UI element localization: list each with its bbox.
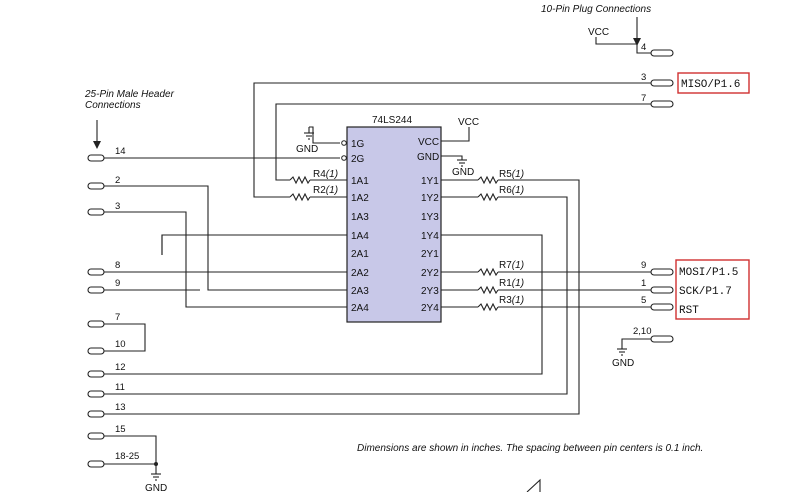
pin-1g: 1G [351, 139, 365, 150]
resistor-r7-label: R7(1) [499, 260, 524, 271]
pin-1a1: 1A1 [351, 176, 369, 187]
pin-2y3: 2Y3 [421, 286, 439, 297]
pin-2a3: 2A3 [351, 286, 369, 297]
mosi-sck-rst-box [675, 259, 750, 320]
signal-sck: SCK/P1.7 [679, 286, 732, 298]
plug-pin-9: 9 [641, 260, 646, 271]
ground-icon-plug [617, 348, 627, 356]
ground-icon-chip [457, 159, 467, 167]
resistor-r3-label: R3(1) [499, 295, 524, 306]
gnd-header-label: GND [145, 483, 167, 492]
header-pin-14: 14 [115, 146, 126, 157]
resistor-r1-label: R1(1) [499, 278, 524, 289]
header-pin-11: 11 [115, 382, 125, 393]
plug-title: 10-Pin Plug Connections [541, 4, 651, 15]
resistor-r6-label: R6(1) [499, 185, 524, 196]
plug-vcc-label: VCC [588, 27, 609, 38]
chip-74ls244 [346, 126, 442, 323]
plug-pin-1: 1 [641, 278, 646, 289]
signal-rst: RST [679, 305, 699, 317]
resistor-r4-label: R4(1) [313, 169, 338, 180]
pin-1y2: 1Y2 [421, 193, 439, 204]
pin-gnd: GND [417, 152, 439, 163]
ground-icon-header [151, 462, 161, 481]
chip-vcc-label: VCC [458, 117, 479, 128]
pin-1a2: 1A2 [351, 193, 369, 204]
pin-2a4: 2A4 [351, 303, 369, 314]
header-pin-18-25: 18-25 [115, 451, 139, 462]
wires [96, 17, 651, 492]
chip-left-pins: 1G 2G 1A1 1A2 1A3 1A4 2A1 2A2 2A3 2A4 [351, 139, 369, 314]
plug-arrow-icon [633, 38, 641, 46]
header-pin-13: 13 [115, 402, 126, 413]
pin-2y1: 2Y1 [421, 249, 439, 260]
chip-right-pins: VCC GND 1Y1 1Y2 1Y3 1Y4 2Y1 2Y2 2Y3 2Y4 [417, 137, 439, 314]
header-pin-8: 8 [115, 260, 120, 271]
header-title-line2: Connections [85, 100, 141, 111]
ground-icon-1g [304, 127, 314, 140]
resistor-r2-label: R2(1) [313, 185, 338, 196]
pin-1y4: 1Y4 [421, 231, 439, 242]
pin-2a1: 2A1 [351, 249, 369, 260]
plug-pin-2-10: 2,10 [633, 326, 652, 337]
header-pin-15: 15 [115, 424, 126, 435]
header-pin-9: 9 [115, 278, 120, 289]
signal-miso: MISO/P1.6 [681, 79, 740, 91]
pin-1y3: 1Y3 [421, 212, 439, 223]
plug-pin-5: 5 [641, 295, 646, 306]
pin-2y4: 2Y4 [421, 303, 439, 314]
header-pin-10: 10 [115, 339, 126, 350]
resistor-r5-label: R5(1) [499, 169, 524, 180]
plug-pin-4: 4 [641, 42, 646, 53]
header-pin-2: 2 [115, 175, 120, 186]
gnd-chip-label: GND [452, 167, 474, 178]
header-arrow-icon [93, 141, 101, 149]
miso-box [677, 72, 750, 94]
pin-1a4: 1A4 [351, 231, 369, 242]
gnd-plug-label: GND [612, 358, 634, 369]
chip-title: 74LS244 [372, 115, 412, 126]
header-pin-7: 7 [115, 312, 120, 323]
header-pin-12: 12 [115, 362, 126, 373]
plug-pin-3: 3 [641, 72, 646, 83]
pin-1y1: 1Y1 [421, 176, 439, 187]
pin-1a3: 1A3 [351, 212, 369, 223]
gnd-1g-label: GND [296, 144, 318, 155]
pin-2y2: 2Y2 [421, 268, 439, 279]
header-title-line1: 25-Pin Male Header [84, 89, 175, 100]
pin-2a2: 2A2 [351, 268, 369, 279]
pin-2g: 2G [351, 154, 365, 165]
signal-mosi: MOSI/P1.5 [679, 267, 738, 279]
resistor-zigzags [289, 175, 499, 312]
plug-pin-7: 7 [641, 93, 646, 104]
pin-vcc: VCC [418, 137, 439, 148]
footnote: Dimensions are shown in inches. The spac… [357, 443, 703, 454]
plug-pin-shapes [650, 49, 674, 343]
header-pin-3: 3 [115, 201, 120, 212]
header-pin-shapes [87, 154, 105, 468]
